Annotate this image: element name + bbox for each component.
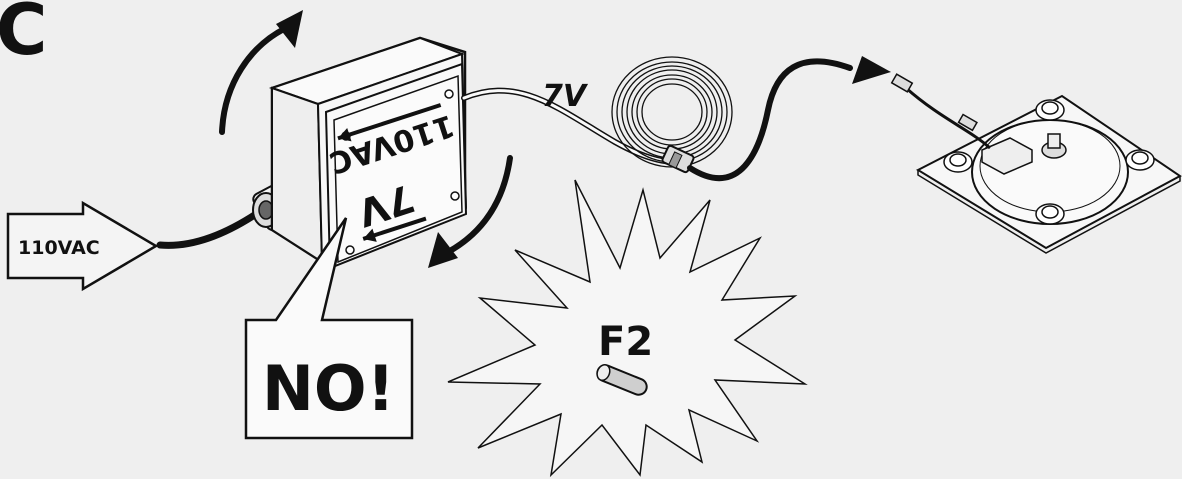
- sensor-module: [981, 137, 1033, 175]
- mains-cable: [156, 206, 266, 249]
- panel-letter: C: [0, 0, 47, 71]
- junction-box: 110VAC 7V: [268, 36, 468, 270]
- lid-screw: [450, 191, 460, 201]
- sensor-plate: [890, 73, 1182, 254]
- fuse-label: F2: [598, 319, 653, 365]
- input-arrow: 110VAC: [6, 200, 159, 292]
- cable-label: 7V: [542, 79, 589, 114]
- lid-screw: [444, 89, 454, 99]
- callout-text: NO!: [262, 352, 395, 425]
- output-arrow-head: [852, 56, 891, 84]
- arrow-shape: [6, 200, 159, 292]
- rotate-arrow-bottom: [428, 155, 513, 268]
- cable-connector: [661, 144, 695, 174]
- rotate-arrow-top: [219, 10, 303, 135]
- input-arrow-label: 110VAC: [18, 237, 100, 259]
- sensor-lead: [905, 86, 992, 150]
- fuse-starburst: F2: [447, 179, 808, 478]
- lid-screw: [345, 245, 355, 255]
- fuse-icon: [596, 364, 648, 396]
- warning-callout: NO!: [244, 217, 414, 440]
- output-cable: [687, 58, 853, 182]
